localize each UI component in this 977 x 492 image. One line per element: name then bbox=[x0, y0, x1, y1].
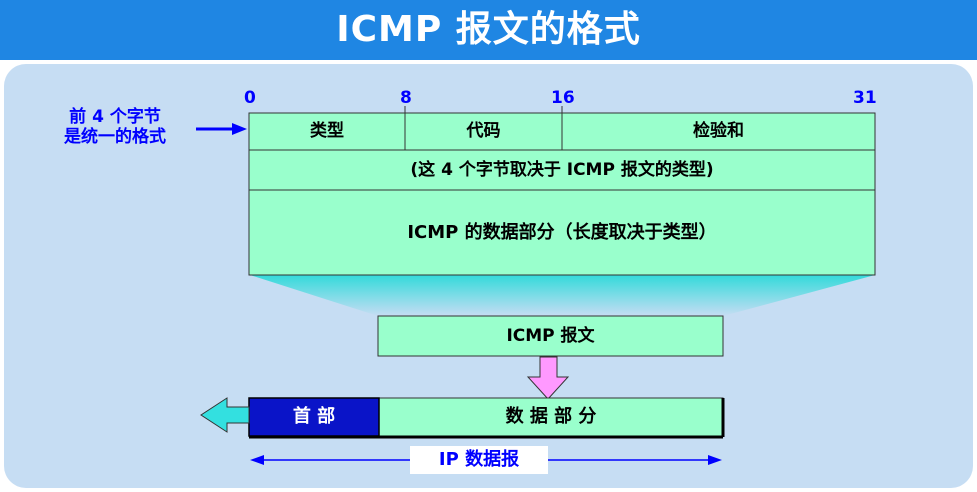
side-note-arrow bbox=[196, 123, 247, 135]
side-note: 前 4 个字节 是统一的格式 bbox=[40, 107, 190, 147]
icmp-message-box bbox=[377, 315, 724, 357]
left-arrow bbox=[200, 397, 250, 433]
bit-mark-31: 31 bbox=[853, 88, 877, 108]
bit-mark-8: 8 bbox=[400, 88, 412, 108]
ip-data-label: 数 据 部 分 bbox=[505, 406, 597, 427]
field-type: 类型 bbox=[310, 121, 344, 141]
field-checksum: 检验和 bbox=[693, 121, 744, 141]
bit-mark-0: 0 bbox=[244, 88, 256, 108]
datagram-label-bg bbox=[410, 446, 548, 474]
icmp-message-label: ICMP 报文 bbox=[506, 326, 595, 346]
funnel-shape bbox=[250, 275, 875, 316]
ip-header-box bbox=[248, 397, 380, 437]
side-note-line2: 是统一的格式 bbox=[64, 127, 166, 147]
ip-header-label: 首 部 bbox=[292, 406, 336, 427]
rest-of-header: (这 4 个字节取决于 ICMP 报文的类型) bbox=[410, 160, 714, 180]
field-code: 代码 bbox=[466, 121, 501, 141]
side-note-line1: 前 4 个字节 bbox=[69, 107, 161, 127]
down-arrow bbox=[526, 356, 570, 400]
page-title: ICMP 报文的格式 bbox=[336, 9, 641, 50]
ip-datagram-label: IP 数据报 bbox=[438, 449, 520, 470]
bit-mark-16: 16 bbox=[551, 88, 575, 108]
title-bar: ICMP 报文的格式 bbox=[0, 0, 977, 60]
icmp-data-section: ICMP 的数据部分（长度取决于类型） bbox=[407, 222, 717, 243]
